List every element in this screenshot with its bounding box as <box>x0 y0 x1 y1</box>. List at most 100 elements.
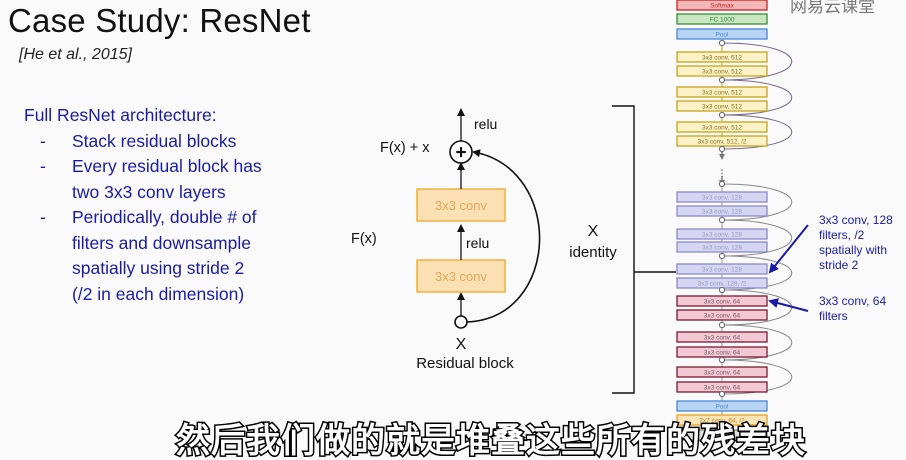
layer-label: 3x3 conv, 64 <box>704 385 741 392</box>
layer-box <box>676 263 768 275</box>
layer-label: 3x3 conv, 512 <box>702 55 742 62</box>
ellipsis-dots: ⋮ <box>718 168 727 178</box>
layer-box <box>676 241 768 253</box>
layer-box <box>676 228 768 240</box>
layer-box <box>676 13 768 25</box>
skip-node <box>718 321 726 329</box>
residual-block: 3x3 conv relu 3x3 conv + relu F(x) + x F… <box>351 108 617 372</box>
conv-box-top <box>416 188 506 222</box>
layer-box <box>676 331 768 343</box>
layer-label: Softmax <box>710 3 735 10</box>
annotation-64-line-1: 3x3 conv, 64 <box>819 294 886 308</box>
layer-box <box>676 205 768 217</box>
layer-label: 3x3 conv, 128 <box>702 195 742 202</box>
skip-node <box>718 39 726 47</box>
layer-label: 3x3 conv, 64 <box>704 370 741 377</box>
annotations: 3x3 conv, 128 filters, /2 spatially with… <box>768 213 893 323</box>
skip-node <box>718 286 726 294</box>
layer-label: 3x3 conv, 512 <box>702 69 742 76</box>
layer-label: 3x3 conv, 512 <box>702 104 742 111</box>
watermark: 网易云课堂 <box>790 0 875 16</box>
skip-connection-arc <box>721 219 792 257</box>
layer-label: 3x3 conv, 64 <box>704 299 741 306</box>
layer-label: 3x3 conv, 128 <box>702 245 742 252</box>
plus-icon: + <box>455 143 466 164</box>
layer-box <box>676 295 768 307</box>
layer-box <box>676 65 768 77</box>
conv-box-bottom <box>416 259 506 293</box>
slide-title: Case Study: ResNet <box>8 2 311 39</box>
skip-node <box>718 111 726 119</box>
bullet-text-line: Stack residual blocks <box>72 130 237 151</box>
layer-box <box>676 366 768 378</box>
bullet-dash: - <box>40 130 46 151</box>
skip-node <box>718 145 726 153</box>
annotation-64-line-2: filters <box>819 309 848 323</box>
bullet-item: - Stack residual blocks <box>24 129 262 155</box>
bullet-dash: - <box>40 207 46 227</box>
layer-box <box>676 100 768 112</box>
skip-connection-arc <box>721 183 792 221</box>
annotation-64-arrow <box>768 298 809 312</box>
layer-label: 3x3 conv, 512 <box>702 90 742 97</box>
layer-label: 3x3 conv, 128 <box>702 209 742 216</box>
input-x-label: X <box>456 336 467 353</box>
skip-connection-arc <box>721 324 792 361</box>
skip-node <box>718 180 726 188</box>
layer-box <box>676 51 768 63</box>
input-node <box>454 315 468 329</box>
bracket <box>612 105 676 394</box>
bullet-text-line: filters and downsample <box>72 232 251 253</box>
identity-label: identity <box>569 244 617 261</box>
bullets-heading: Full ResNet architecture: <box>24 105 217 125</box>
layer-label: FC 1000 <box>710 17 735 24</box>
bullet-item: - Every residual block has two 3x3 conv la… <box>24 154 262 205</box>
layer-label: 3x3 conv, 128 <box>702 232 742 239</box>
bullet-text-line: (/2 in each dimension) <box>72 283 245 304</box>
annotation-128-line-3: spatially with <box>819 243 887 257</box>
bullet-item: - Periodically, double # of filters and do… <box>24 205 262 307</box>
bullet-dash: - <box>40 156 46 176</box>
layer-label: 3x3 conv, 512 <box>702 125 742 132</box>
skip-node <box>718 356 726 364</box>
citation: [He et al., 2015] <box>19 46 132 63</box>
bullet-text-line: Every residual block has <box>72 156 262 176</box>
skip-connection-arc <box>721 114 792 150</box>
layer-box <box>676 414 768 426</box>
bullet-text-line: spatially using stride 2 <box>72 258 245 278</box>
layer-label: 3x3 conv, 512, /2 <box>697 139 746 146</box>
skip-connection-arc <box>721 79 792 116</box>
annotation-128-line-4: stride 2 <box>819 258 859 272</box>
conv-bottom-label: 3x3 conv <box>435 269 488 284</box>
resnet-diagram: 3x3 conv relu 3x3 conv + relu F(x) + x F… <box>351 0 893 441</box>
layer-label: 3x3 conv, 64 <box>704 350 741 357</box>
function-label: F(x) <box>351 231 377 247</box>
layer-box <box>676 309 768 321</box>
layer-box <box>676 86 768 98</box>
layer-box <box>676 28 768 40</box>
bullet-text-line: Periodically, double # of <box>72 207 257 227</box>
layer-label: 3x3 conv, 128 <box>702 267 742 274</box>
relu-top-label: relu <box>474 116 497 132</box>
annotation-128-line-1: 3x3 conv, 128 <box>819 213 893 227</box>
layer-label: Pool <box>715 404 729 411</box>
skip-node <box>718 76 726 84</box>
skip-connection-arc <box>721 42 792 81</box>
layer-label: Pool <box>715 32 729 39</box>
annotation-128-line-2: filters, /2 <box>819 228 865 242</box>
layer-box <box>676 400 768 412</box>
layer-label: 3x3 conv, 128, /2 <box>697 281 746 288</box>
bullet-text-line: two 3x3 conv layers <box>72 181 226 202</box>
identity-x-label: X <box>588 223 599 240</box>
relu-mid-label: relu <box>466 235 489 251</box>
skip-node <box>718 216 726 224</box>
bullet-items: - Stack residual blocks - Every residual bl… <box>24 129 262 308</box>
residual-block-caption: Residual block <box>416 355 514 372</box>
output-label: F(x) + x <box>380 140 430 156</box>
identity-skip-arrow <box>466 149 541 323</box>
skip-node <box>718 390 726 398</box>
annotation-128-arrow <box>768 224 809 274</box>
layer-box <box>676 0 768 11</box>
layer-label: 3x3 conv, 64 <box>704 313 741 320</box>
